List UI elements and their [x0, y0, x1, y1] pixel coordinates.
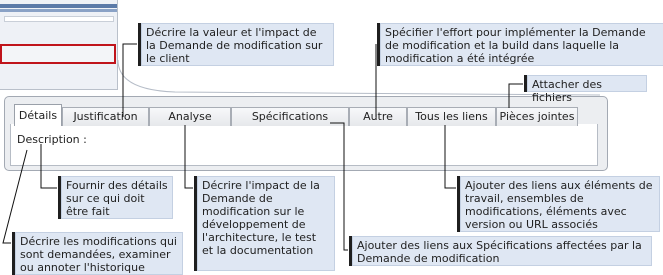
callout-bar	[349, 236, 352, 266]
callout-justification-text: Décrire la valeur et l'impact de la Dema…	[146, 26, 323, 65]
connector-details	[2, 149, 28, 244]
thumbnail-field	[4, 16, 114, 22]
callout-specifications-text: Ajouter des liens aux Spécifications aff…	[357, 239, 642, 265]
callout-specifications: Ajouter des liens aux Spécifications aff…	[349, 236, 652, 266]
connector-analyse	[184, 125, 193, 189]
callout-bar	[194, 176, 197, 271]
tab-content-area	[10, 124, 598, 166]
thumbnail-header-stripe	[0, 4, 117, 8]
callout-pieces-jointes-text: Attacher des fichiers	[532, 78, 602, 104]
callout-bar	[377, 23, 380, 66]
callout-bar	[524, 75, 527, 92]
callout-pieces-jointes: Attacher des fichiers	[524, 75, 647, 104]
callout-bar	[138, 23, 141, 66]
connector-description	[40, 144, 57, 189]
callout-autre-text: Spécifier l'effort pour implémenter la D…	[385, 26, 646, 65]
tab-details[interactable]: Détails	[14, 104, 62, 126]
description-label: Description :	[17, 133, 87, 146]
callout-analyse-text: Décrire l'impact de la Demande de modifi…	[202, 179, 320, 257]
tab-attachments[interactable]: Pièces jointes	[496, 107, 578, 126]
connector-tous-les-liens	[444, 125, 456, 189]
tab-autre[interactable]: Autre	[349, 107, 407, 126]
tab-analyse[interactable]: Analyse	[149, 107, 231, 126]
form-thumbnail	[0, 0, 118, 90]
callout-details-text: Décrire les modifications qui sont deman…	[20, 235, 177, 274]
connector-specifications	[330, 122, 348, 251]
callout-description-text: Fournir des détails sur ce qui doit être…	[66, 179, 168, 218]
callout-tous-les-liens: Ajouter des liens aux éléments de travai…	[457, 176, 660, 232]
callout-bar	[58, 176, 61, 219]
callout-description: Fournir des détails sur ce qui doit être…	[58, 176, 173, 219]
callout-tous-les-liens-text: Ajouter des liens aux éléments de travai…	[465, 179, 653, 231]
tab-justification[interactable]: Justification	[62, 107, 149, 126]
thumbnail-subheader-stripe	[0, 9, 117, 12]
callout-bar	[457, 176, 460, 232]
tab-all-links[interactable]: Tous les liens	[407, 107, 496, 126]
connector-justification	[122, 43, 137, 117]
thumbnail-highlight-region	[0, 44, 116, 64]
connector-pieces-jointes	[508, 83, 523, 108]
callout-autre: Spécifier l'effort pour implémenter la D…	[377, 23, 663, 66]
callout-justification: Décrire la valeur et l'impact de la Dema…	[138, 23, 334, 66]
callout-analyse: Décrire l'impact de la Demande de modifi…	[194, 176, 335, 271]
tab-specifications[interactable]: Spécifications	[231, 107, 349, 126]
callout-bar	[12, 232, 15, 275]
